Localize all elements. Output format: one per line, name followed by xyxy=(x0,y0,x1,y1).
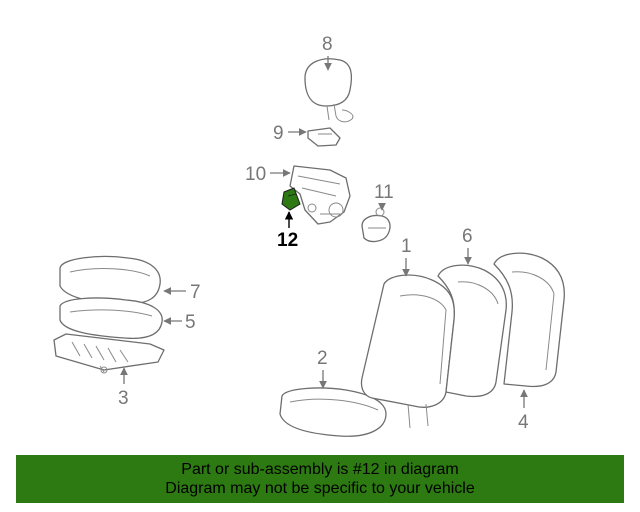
headrest-part-8[interactable] xyxy=(304,58,354,123)
seatback-part-1[interactable] xyxy=(360,274,456,429)
callout-8: 8 xyxy=(322,34,333,55)
callout-1: 1 xyxy=(401,236,412,257)
callout-5: 5 xyxy=(185,312,196,333)
highlighted-part-12[interactable] xyxy=(281,187,301,211)
knob-part-11[interactable] xyxy=(361,207,391,243)
seatback-pad-part-6[interactable] xyxy=(437,264,507,398)
callout-11: 11 xyxy=(374,182,394,203)
footer-line-2: Diagram may not be specific to your vehi… xyxy=(165,480,475,497)
seat-frame-part-3[interactable] xyxy=(53,333,165,374)
callout-3: 3 xyxy=(118,388,129,409)
cushion-pad-part-5[interactable] xyxy=(59,297,163,340)
callout-12: 12 xyxy=(277,230,298,251)
callout-2: 2 xyxy=(317,348,328,369)
callout-10: 10 xyxy=(245,164,266,185)
callout-7: 7 xyxy=(190,282,201,303)
footer-banner: Part or sub-assembly is #12 in diagram D… xyxy=(16,455,624,503)
footer-line-1: Part or sub-assembly is #12 in diagram xyxy=(181,461,459,478)
bracket-part-9[interactable] xyxy=(307,127,341,147)
seatback-frame-part-4[interactable] xyxy=(493,252,565,388)
callout-9: 9 xyxy=(273,123,284,144)
adjuster-part-10[interactable] xyxy=(289,165,351,225)
callout-4: 4 xyxy=(518,412,529,433)
callout-6: 6 xyxy=(462,226,473,247)
cushion-part-7[interactable] xyxy=(59,255,161,305)
parts-diagram: 8 9 10 12 11 7 5 xyxy=(53,34,565,437)
